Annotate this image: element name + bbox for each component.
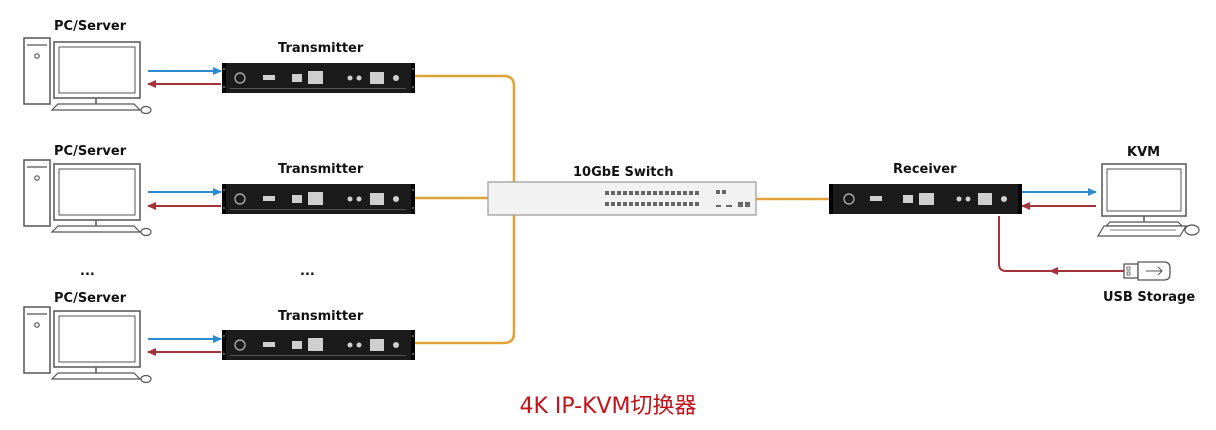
pc-server-label-3: PC/Server	[54, 291, 127, 306]
usb-storage-icon	[1123, 261, 1171, 281]
kvm-console-icon	[1096, 163, 1200, 237]
transmitter-device-icon	[221, 183, 416, 215]
transmitter-label-3: Transmitter	[278, 309, 364, 324]
pc-server-label-2: PC/Server	[54, 144, 127, 159]
transmitter-device-icon	[221, 62, 416, 94]
fiber-link-tx3	[415, 214, 516, 345]
ellipsis-mid: ...	[300, 264, 315, 279]
receiver-label: Receiver	[893, 162, 957, 177]
kvm-label: KVM	[1127, 145, 1160, 160]
pc-server-label-1: PC/Server	[54, 19, 127, 34]
pc-server-icon	[23, 37, 152, 115]
pc-server-icon	[23, 159, 152, 237]
fiber-links	[415, 74, 829, 345]
transmitter-device-icon	[221, 329, 416, 361]
signal-lines	[147, 67, 1124, 356]
transmitter-label-1: Transmitter	[278, 41, 364, 56]
usb-storage-label: USB Storage	[1103, 290, 1195, 305]
diagram-title: 4K IP-KVM切换器	[519, 394, 696, 419]
fiber-link-tx1	[415, 74, 516, 184]
pc-server-icon	[23, 306, 152, 384]
switch-device-icon	[487, 181, 757, 216]
ellipsis-left: ...	[80, 264, 95, 279]
transmitter-label-2: Transmitter	[278, 162, 364, 177]
switch-label: 10GbE Switch	[573, 165, 673, 180]
receiver-device-icon	[829, 184, 1022, 214]
